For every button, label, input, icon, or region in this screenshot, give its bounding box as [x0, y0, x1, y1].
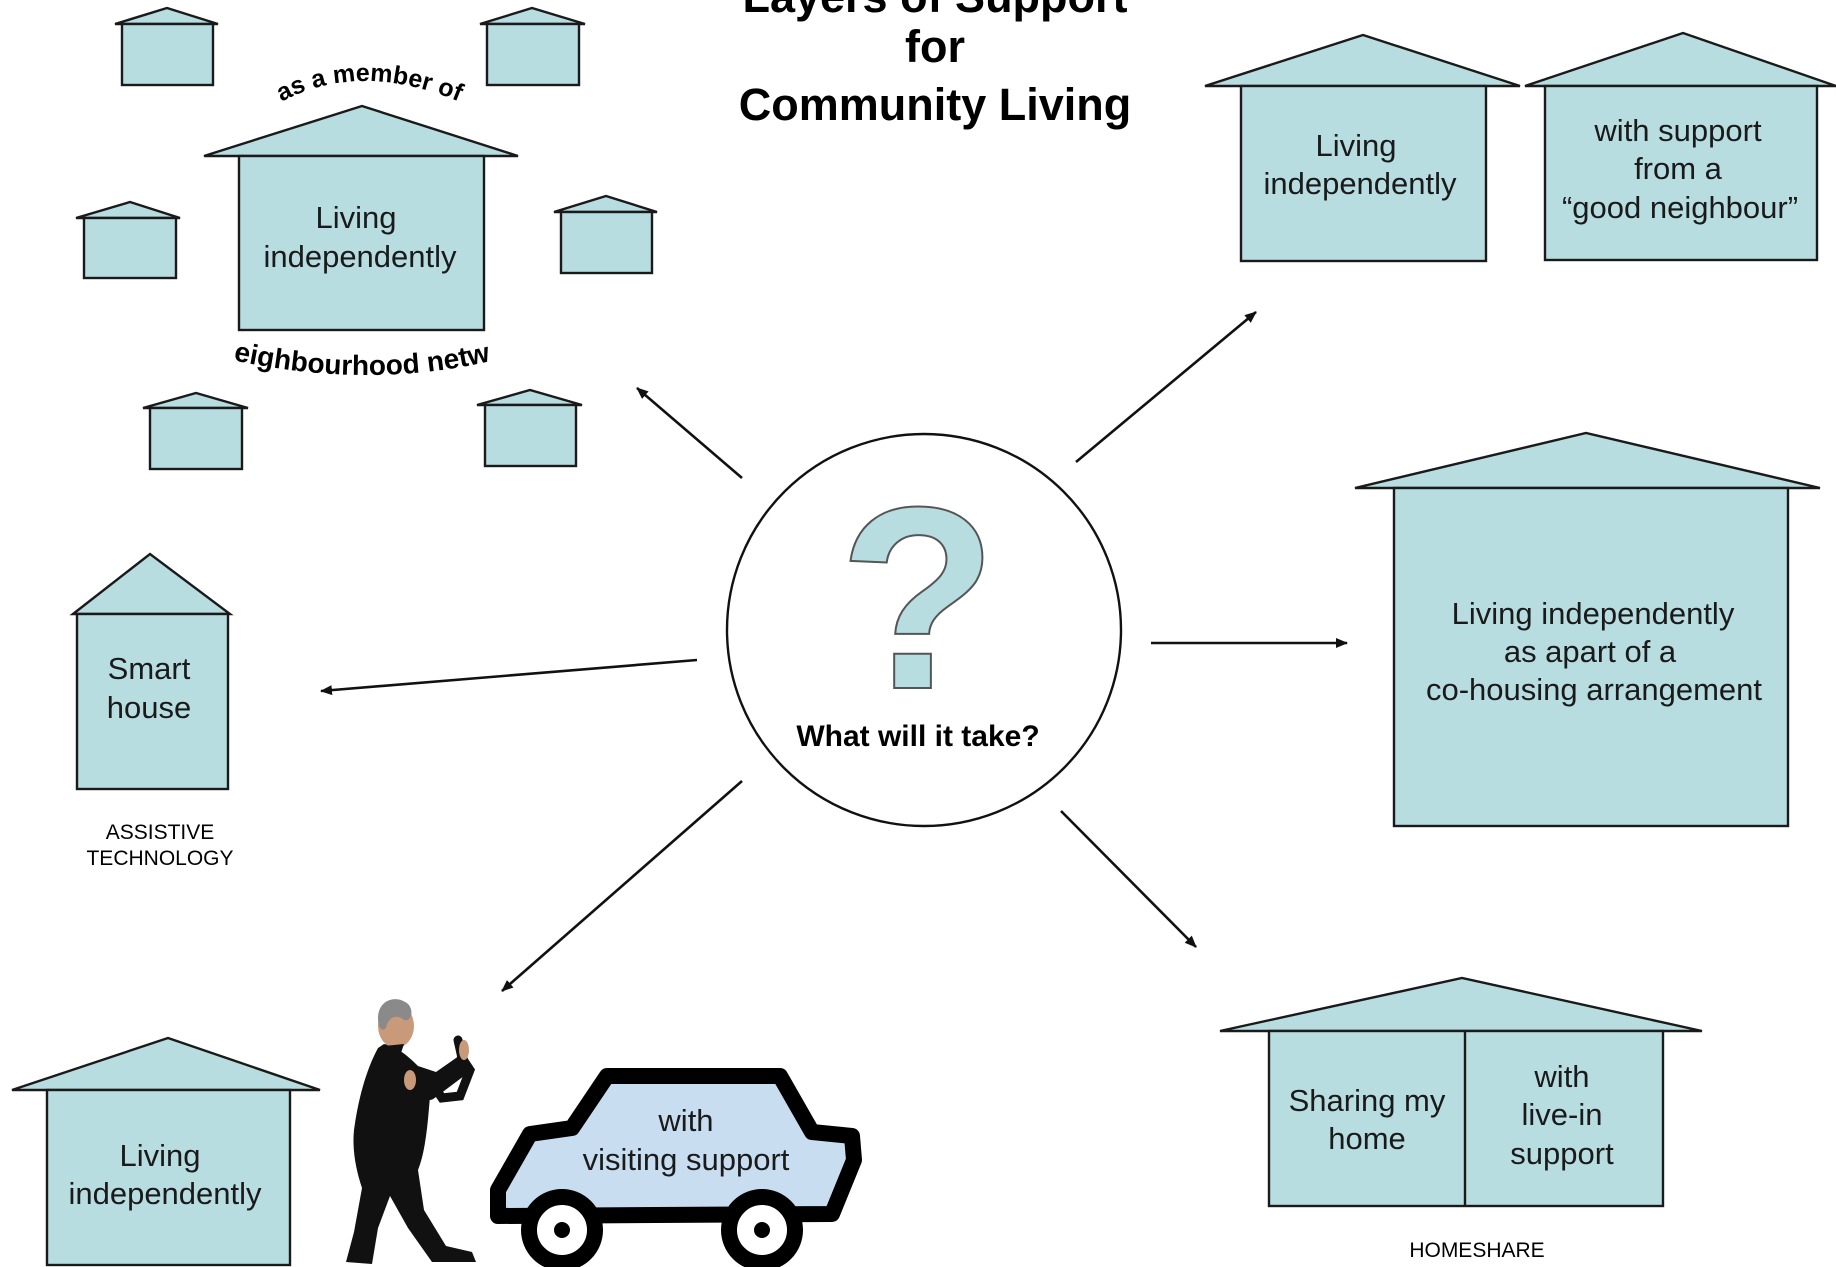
person-figure-icon	[346, 999, 476, 1264]
good-neighbour-left-house: Living independently	[1204, 33, 1521, 263]
homeshare-right-line-1: with	[1533, 1059, 1589, 1094]
homeshare-left-line-1: Sharing my	[1289, 1083, 1446, 1118]
visiting-house-line-2: independently	[68, 1176, 262, 1211]
neighbourhood-house-line-2: independently	[263, 239, 457, 274]
center-caption: What will it take?	[796, 720, 1039, 753]
visiting-support-group: Living independently with visiting suppo…	[11, 999, 862, 1267]
title-line-1: Layers of Support	[742, 0, 1127, 22]
good-neighbour-right-line-3: “good neighbour”	[1562, 190, 1798, 225]
neighbourhood-central-house: Living independently	[203, 104, 519, 332]
assistive-technology-caption-2: TECHNOLOGY	[86, 847, 233, 870]
good-neighbour-left-line-1: Living	[1316, 128, 1397, 163]
homeshare-right-line-2: live-in	[1522, 1097, 1603, 1132]
good-neighbour-right-line-1: with support	[1593, 113, 1762, 148]
arrows	[320, 311, 1348, 992]
small-house-icon	[114, 6, 219, 87]
good-neighbour-left-line-2: independently	[1263, 166, 1457, 201]
small-house-icon	[142, 391, 249, 471]
good-neighbour-group: Living independently with support from a…	[1204, 31, 1836, 263]
homeshare-caption: HOMESHARE	[1409, 1239, 1544, 1262]
car-icon: with visiting support	[490, 1068, 862, 1267]
cohousing-line-1: Living independently	[1452, 596, 1735, 631]
arrow-to-good-neighbour	[1075, 311, 1257, 463]
neighbourhood-top-arc-label: as a member of	[272, 59, 468, 107]
cohousing-house: Living independently as apart of a co-ho…	[1354, 431, 1821, 828]
homeshare-right-line-3: support	[1510, 1136, 1614, 1171]
neighbourhood-network-group: Living independently as a member of a ne…	[0, 0, 658, 471]
visiting-support-house: Living independently	[11, 1036, 321, 1267]
car-line-2: visiting support	[583, 1142, 790, 1177]
title-line-3: Community Living	[739, 79, 1132, 130]
cohousing-line-3: co-housing arrangement	[1426, 672, 1762, 707]
neighbourhood-house-line-1: Living	[316, 200, 397, 235]
title-line-2: for	[905, 21, 965, 72]
cohousing-line-2: as apart of a	[1504, 634, 1677, 669]
homeshare-left-line-2: home	[1328, 1121, 1406, 1156]
homeshare-group: Sharing my home with live-in support HOM…	[1219, 976, 1703, 1262]
arrow-to-neighbourhood	[636, 387, 743, 479]
visiting-house-line-1: Living	[120, 1138, 201, 1173]
good-neighbour-right-line-2: from a	[1634, 151, 1723, 186]
smart-house-line-1: Smart	[108, 651, 191, 686]
car-line-1: with	[657, 1103, 713, 1138]
arrow-to-visiting-support	[501, 780, 743, 992]
arrow-to-homeshare	[1060, 810, 1197, 948]
assistive-technology-caption-1: ASSISTIVE	[106, 821, 215, 844]
arrow-to-smart-house	[320, 658, 698, 696]
small-house-icon	[476, 388, 583, 468]
good-neighbour-right-house: with support from a “good neighbour”	[1524, 31, 1836, 262]
smart-house-line-2: house	[107, 690, 191, 725]
question-mark-icon: ?	[839, 454, 998, 744]
smart-house-group: Smart house ASSISTIVE TECHNOLOGY	[69, 552, 234, 870]
small-house-icon	[75, 200, 181, 280]
center-question-circle: ? What will it take?	[725, 432, 1123, 828]
small-house-icon	[479, 6, 586, 87]
diagram-title: Layers of Support for Community Living	[739, 0, 1132, 130]
small-house-icon	[553, 194, 658, 275]
